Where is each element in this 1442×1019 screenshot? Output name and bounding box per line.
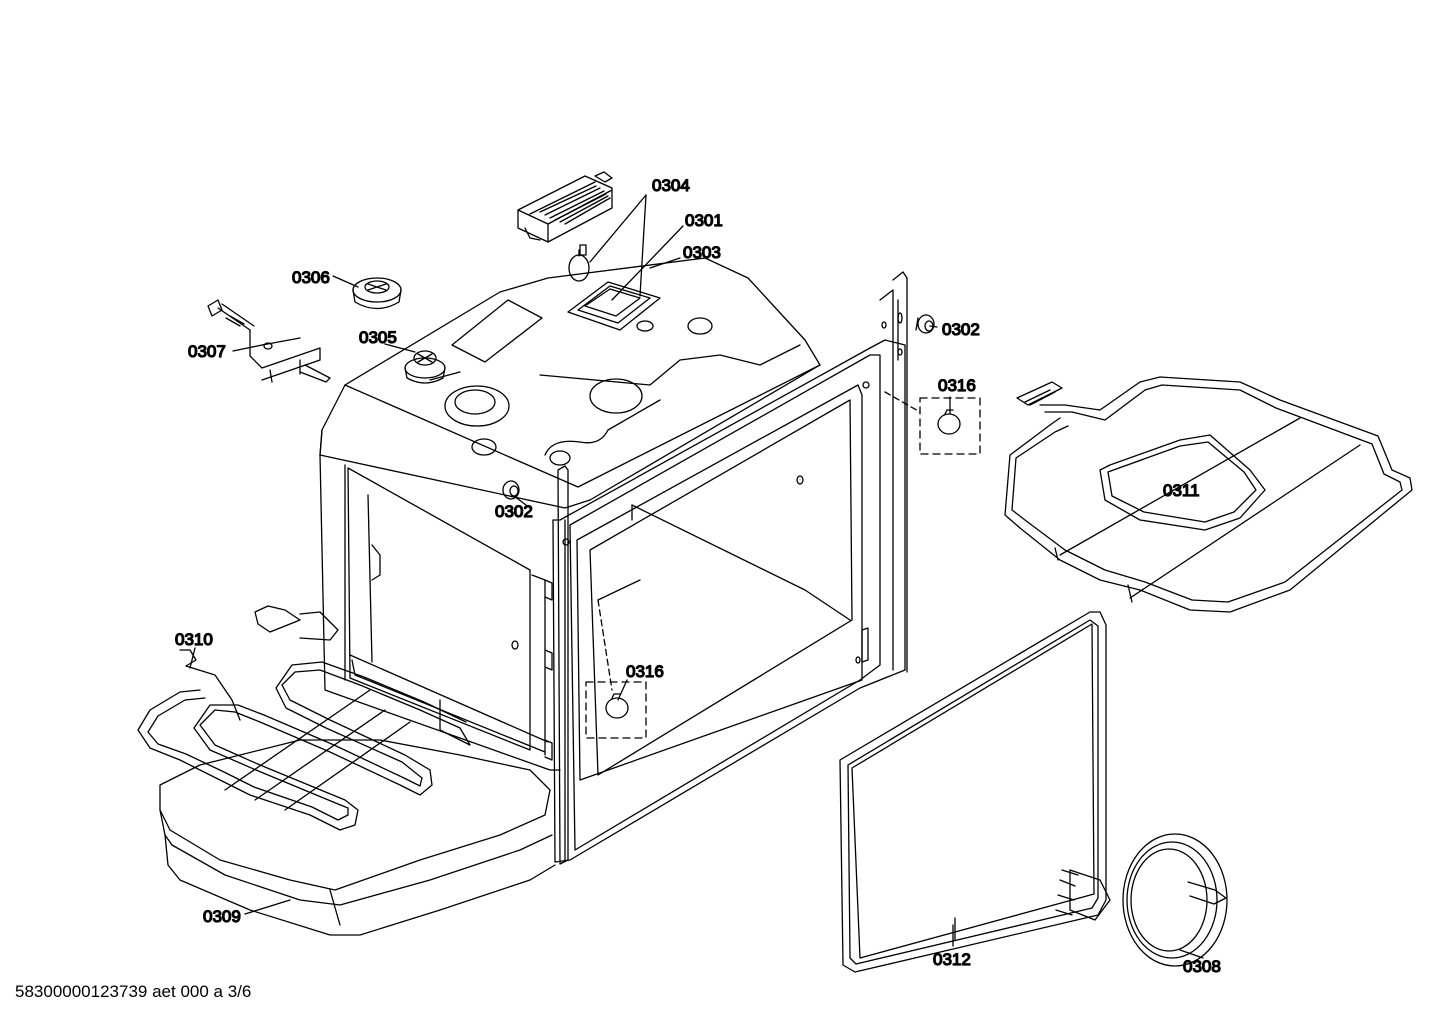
callout-0309: 0309 [203, 907, 241, 926]
oven-cavity [319, 257, 921, 865]
insulation-mat-part [159, 739, 556, 936]
callout-labels: 0304 0301 0303 0306 0307 0305 0302 0302 … [174, 175, 1221, 976]
cap-part [404, 350, 446, 384]
callout-0302-top: 0302 [942, 320, 980, 339]
document-id-footer: 58300000123739 aet 000 a 3/6 [15, 982, 252, 1001]
door-seal-part [839, 611, 1107, 973]
lamp-housing-part [517, 171, 613, 243]
temperature-sensor-part [207, 299, 331, 383]
knob-cover-part [352, 277, 402, 310]
door-bumper-top-part [915, 314, 935, 334]
callout-0316-mid: 0316 [626, 662, 664, 681]
callout-0302-mid: 0302 [495, 502, 533, 521]
callout-0310: 0310 [175, 630, 213, 649]
lamp-bulb-part [568, 244, 590, 282]
callout-0316-top: 0316 [938, 376, 976, 395]
callout-0304: 0304 [652, 176, 690, 195]
lamp-seal-part [567, 281, 661, 331]
callout-0312: 0312 [933, 950, 971, 969]
hinge-plug-mid-part [585, 681, 647, 739]
callout-0311: 0311 [1163, 481, 1200, 500]
circular-heating-element-part [1055, 833, 1228, 967]
callout-0306: 0306 [292, 268, 330, 287]
callout-0305: 0305 [359, 328, 397, 347]
callout-0307: 0307 [188, 342, 226, 361]
callout-0303: 0303 [683, 243, 721, 262]
callout-0308: 0308 [1183, 957, 1221, 976]
leader-lines [189, 194, 1204, 959]
callout-0301: 0301 [685, 211, 723, 230]
grill-heating-element-part [1004, 376, 1413, 613]
